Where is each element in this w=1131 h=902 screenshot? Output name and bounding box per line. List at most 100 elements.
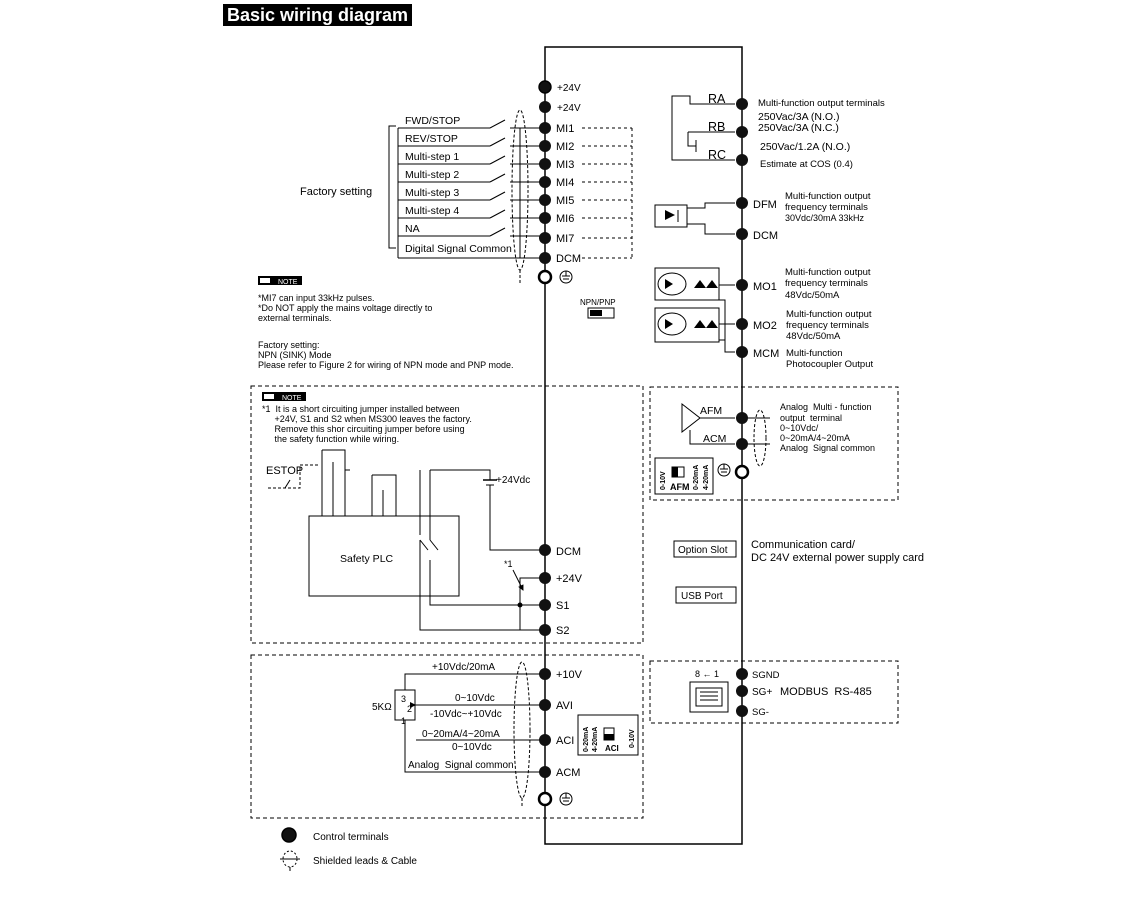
dfm-desc: frequency terminals [785, 202, 868, 213]
note1-line-2: *Do NOT apply the mains voltage directly… [258, 303, 432, 313]
terminal-label: SGND [752, 670, 780, 681]
pot-pin: 3 [401, 694, 406, 704]
afm-switch-label: 0-10V [660, 471, 667, 490]
rs485-connector-label: 8 ← 1 [695, 669, 719, 679]
aci-switch-label: 0-10V [629, 729, 636, 748]
rs485-section-box [649, 660, 899, 724]
terminal-s1[interactable] [539, 599, 551, 611]
terminal-avi[interactable] [539, 699, 551, 711]
supply-label: +24Vdc [496, 475, 530, 486]
factory-note-2: NPN (SINK) Mode [258, 350, 332, 360]
terminal-rc[interactable] [736, 154, 748, 166]
terminal-mcm[interactable] [736, 346, 748, 358]
terminal-mi4[interactable] [539, 176, 551, 188]
terminal-label: MI3 [556, 159, 574, 171]
shield-ground-terminal-2[interactable] [537, 791, 553, 807]
terminal-label: ACM [556, 767, 580, 779]
input-label-mi1: FWD/STOP [405, 115, 460, 127]
terminal-mi3[interactable] [539, 158, 551, 170]
usb-port-label: USB Port [681, 591, 723, 602]
factory-note-3: Please refer to Figure 2 for wiring of N… [258, 360, 513, 370]
relay-desc: Multi-function output terminals [758, 98, 885, 109]
terminal-24v-safety[interactable] [539, 572, 551, 584]
terminal-label: AVI [556, 700, 573, 712]
terminal-dcm-dfm[interactable] [736, 228, 748, 240]
terminal-acm-afm[interactable] [736, 438, 748, 450]
afm-switch-label: 4-20mA [703, 465, 710, 490]
option-slot-box[interactable] [673, 540, 737, 558]
terminal-label: SG- [752, 707, 769, 718]
note2-line-3: Remove this shor circuiting jumper befor… [262, 424, 465, 434]
input-label-mi6: Multi-step 4 [405, 205, 459, 217]
terminal-aci[interactable] [539, 734, 551, 746]
afm-switch-label: 0-20mA [693, 465, 700, 490]
terminal-label: DCM [556, 546, 581, 558]
note-badge-text: NOTE [278, 279, 298, 286]
terminal-sg-plus[interactable] [736, 685, 748, 697]
terminal-dcm-safety[interactable] [539, 544, 551, 556]
terminal-ra[interactable] [736, 98, 748, 110]
terminal-dcm[interactable] [539, 252, 551, 264]
note1-line-1: *MI7 can input 33kHz pulses. [258, 293, 375, 303]
rj45-connector-icon [689, 681, 729, 713]
terminal-sgnd[interactable] [736, 668, 748, 680]
npn-pnp-label: NPN/PNP [580, 298, 616, 307]
terminal-label: ACI [556, 735, 574, 747]
note2-line-2: +24V, S1 and S2 when MS300 leaves the fa… [262, 414, 472, 424]
terminal-label: +24V [557, 103, 581, 114]
ground-icon [559, 270, 573, 284]
terminal-mo2[interactable] [736, 318, 748, 330]
pot-pin: 2 [407, 704, 412, 714]
terminal-mi6[interactable] [539, 212, 551, 224]
safety-section-box [250, 385, 644, 644]
legend-control-terminals: Control terminals [313, 832, 389, 843]
top-power-terminals: +24V +24V [538, 80, 581, 114]
usb-port-box[interactable] [675, 586, 737, 604]
terminal-acm[interactable] [539, 766, 551, 778]
option-slot-desc: DC 24V external power supply card [751, 552, 924, 564]
input-label-mi4: Multi-step 2 [405, 169, 459, 181]
terminal-label: +10V [556, 669, 583, 681]
mo2-desc: 48Vdc/50mA [786, 331, 841, 342]
dfm-desc: Multi-function output [785, 191, 871, 202]
pot-pin: 1 [401, 716, 406, 726]
terminal-label: MO2 [753, 320, 777, 332]
terminal-mi1[interactable] [539, 122, 551, 134]
relay-desc: 250Vac/3A (N.C.) [758, 122, 839, 134]
terminal-label: DFM [753, 199, 777, 211]
terminal-afm[interactable] [736, 412, 748, 424]
ground-icon [559, 792, 573, 806]
terminal-label: MI6 [556, 213, 574, 225]
terminal-rb[interactable] [736, 126, 748, 138]
terminal-24v-2[interactable] [539, 101, 551, 113]
mo1-desc: frequency terminals [785, 278, 868, 289]
terminal-mi5[interactable] [539, 194, 551, 206]
analog-terminals: +10V AVI ACI ACM [537, 668, 583, 807]
analog-input-box [250, 654, 644, 819]
terminal-label: MI2 [556, 141, 574, 153]
terminal-label: S1 [556, 600, 569, 612]
terminal-label-rc: RC [708, 148, 726, 162]
mcm-desc: Photocoupler Output [786, 359, 874, 370]
terminal-24v-1[interactable] [538, 80, 552, 94]
note2-line-1: *1 It is a short circuiting jumper insta… [262, 404, 460, 414]
input-label-mi3: Multi-step 1 [405, 151, 459, 163]
shield-ground-terminal-3[interactable] [734, 464, 750, 480]
afm-desc: 0~20mA/4~20mA [780, 433, 850, 443]
terminal-s2[interactable] [539, 624, 551, 636]
terminal-dfm[interactable] [736, 197, 748, 209]
rs485-label: MODBUS RS-485 [780, 686, 872, 698]
terminal-label: MI4 [556, 177, 574, 189]
option-slot-desc: Communication card/ [751, 539, 856, 551]
terminal-label: ACM [703, 433, 726, 445]
terminal-10v[interactable] [539, 668, 551, 680]
terminal-mi2[interactable] [539, 140, 551, 152]
terminal-label: MI1 [556, 123, 574, 135]
terminal-sg-minus[interactable] [736, 705, 748, 717]
terminal-mi7[interactable] [539, 232, 551, 244]
terminal-mo1[interactable] [736, 279, 748, 291]
shield-ground-terminal[interactable] [537, 269, 553, 285]
terminal-label: +24V [556, 573, 583, 585]
note1-line-3: external terminals. [258, 313, 332, 323]
